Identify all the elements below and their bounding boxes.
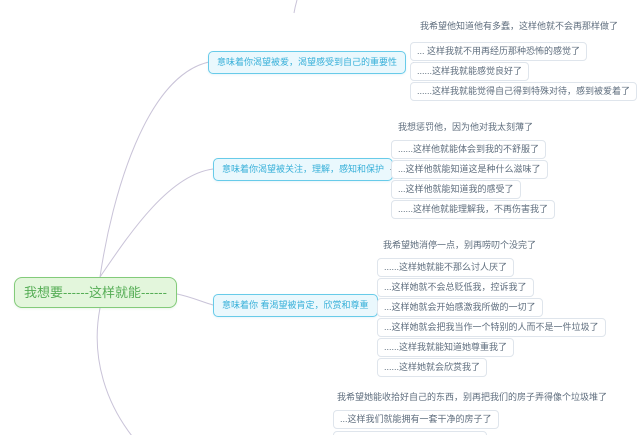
leaf-node[interactable]: ......这样她就能不那么讨人厌了 — [377, 258, 515, 277]
connector-root-to-branch-1 — [99, 61, 210, 278]
connector-root-to-branch-2 — [99, 168, 214, 278]
leaf-node[interactable]: ......这样他就能体会到我的不舒服了 — [391, 140, 547, 159]
leaf-node[interactable]: ...这样他就能知道我的感受了 — [391, 180, 521, 199]
leaf-parent-node[interactable]: 我希望他知道他有多蠢，这样他就不会再那样做了 — [420, 21, 619, 31]
connector-root-to-branch-3 — [176, 293, 214, 306]
leaf-node[interactable]: ... 这样我就不用再经历那种恐怖的感觉了 — [410, 42, 588, 61]
leaf-node[interactable]: ......这样她就会欣赏我了 — [377, 358, 488, 377]
leaf-parent-node[interactable]: 我想惩罚他，因为他对我太刻薄了 — [398, 122, 534, 132]
branch-node-desire-attention[interactable]: 意味着你渴望被关注，理解，感知和保护 — [213, 158, 394, 181]
leaf-node[interactable]: ...这样他就能知道这是种什么滋味了 — [391, 160, 548, 179]
leaf-node[interactable]: ......这样我就能觉得自己得到特殊对待，感到被爱着了 — [410, 82, 638, 101]
leaf-node[interactable]: ......这样他就能理解我，不再伤害我了 — [391, 200, 556, 219]
connector-root-to-branch-4 — [96, 307, 132, 435]
leaf-node[interactable]: ...这样她就会把我当作一个特别的人而不是一件垃圾了 — [377, 318, 606, 337]
leaf-parent-node[interactable]: 我希望她能收拾好自己的东西，别再把我们的房子弄得像个垃圾堆了 — [337, 392, 608, 402]
leaf-node[interactable]: ...这样她就会开始感激我所做的一切了 — [377, 298, 543, 317]
connector-cutoff-top — [293, 0, 298, 14]
branch-node-desire-respect[interactable]: 意味着你 看渴望被肯定，欣赏和尊重 — [213, 294, 378, 317]
leaf-node[interactable]: ......这样我就能感觉良好了 — [410, 62, 530, 81]
leaf-node[interactable]: ......这样我就能知道她尊重我了 — [377, 338, 515, 357]
root-node[interactable]: 我想要------这样就能------ — [14, 277, 177, 308]
leaf-node[interactable]: ...这样她就不会总贬低我，控诉我了 — [377, 278, 534, 297]
leaf-parent-node[interactable]: 我希望她消停一点，别再唠叨个没完了 — [383, 240, 537, 250]
branch-node-desire-love[interactable]: 意味着你渴望被爱，渴望感受到自己的重要性 — [208, 51, 407, 74]
leaf-node-clipped[interactable] — [333, 431, 487, 435]
leaf-node[interactable]: ...这样我们就能拥有一套干净的房子了 — [333, 410, 499, 429]
